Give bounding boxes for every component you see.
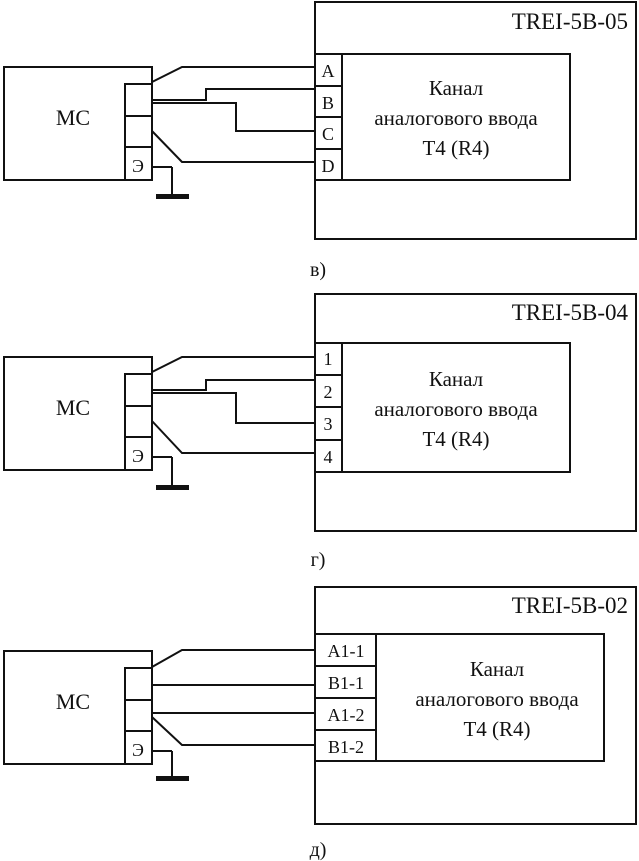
diagram-caption: д): [310, 839, 327, 861]
channel-label: Т4 (R4): [463, 717, 530, 741]
diagram-caption: в): [310, 259, 326, 281]
device-title: TREI-5B-05: [512, 9, 628, 34]
device-title: TREI-5B-04: [512, 300, 629, 325]
wire: [151, 649, 315, 668]
wire: [152, 379, 315, 391]
ms-ground-label: Э: [132, 156, 144, 176]
diagram-caption: г): [311, 549, 326, 571]
wire: [151, 716, 315, 746]
ground-symbol: [156, 776, 189, 781]
channel-label: аналогового ввода: [374, 397, 538, 421]
channel-label: Т4 (R4): [422, 427, 489, 451]
terminal-label: 1: [324, 349, 333, 369]
channel-label: Канал: [470, 657, 524, 681]
analog-input-channel-box: [341, 342, 571, 473]
wire: [152, 102, 315, 132]
wire: [151, 420, 315, 454]
terminal-label: A1-2: [328, 705, 365, 725]
channel-label: аналогового ввода: [415, 687, 579, 711]
channel-label: Канал: [429, 76, 483, 100]
terminal-label: B: [322, 93, 334, 113]
terminal-label: C: [322, 124, 334, 144]
ms-label: МС: [56, 105, 90, 130]
terminal-label: 2: [324, 382, 333, 402]
terminal-label: 4: [324, 447, 333, 467]
channel-label: Канал: [429, 367, 483, 391]
device-title: TREI-5B-02: [512, 593, 628, 618]
analog-input-channel-box: [341, 53, 571, 181]
diagram-trei-5b-04: TREI-5B-04 1 2 3 4 Канал аналогового вво…: [3, 293, 637, 571]
ms-terminal-block: [124, 667, 153, 765]
ground-symbol: [156, 485, 189, 490]
diagram-trei-5b-05: TREI-5B-05 A B C D Канал аналогового вво…: [3, 1, 637, 281]
wire: [152, 88, 315, 101]
wire: [151, 356, 315, 373]
channel-label: аналогового ввода: [374, 106, 538, 130]
diagram-trei-5b-02: TREI-5B-02 A1-1 B1-1 A1-2 B1-2 Канал ана…: [3, 586, 637, 861]
terminal-label: A: [322, 61, 335, 81]
terminal-label: D: [322, 156, 335, 176]
terminal-label: A1-1: [328, 641, 365, 661]
ms-label: МС: [56, 395, 90, 420]
terminal-label: 3: [324, 414, 333, 434]
terminal-label: B1-2: [328, 737, 364, 757]
wire: [151, 130, 315, 163]
ms-ground-label: Э: [132, 446, 144, 466]
ground-symbol: [156, 194, 189, 199]
terminal-label: B1-1: [328, 673, 364, 693]
ms-ground-label: Э: [132, 740, 144, 760]
analog-input-channel-box: [375, 633, 605, 762]
wire: [151, 66, 315, 83]
ms-label: МС: [56, 689, 90, 714]
channel-label: Т4 (R4): [422, 136, 489, 160]
wire: [152, 392, 315, 424]
